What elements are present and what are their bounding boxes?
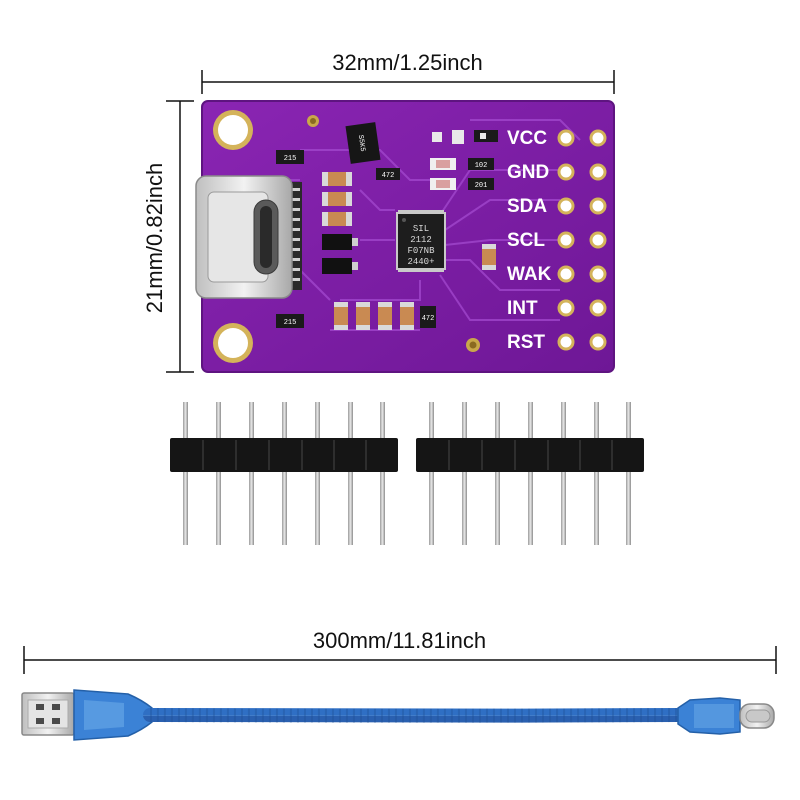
pin-label-gnd: GND	[507, 162, 549, 183]
chip-line-3: F07NB	[407, 246, 435, 256]
usb-cable	[21, 689, 775, 741]
chip-line-4: 2440+	[407, 257, 434, 267]
u1-label: S5K5	[356, 134, 366, 152]
r1-label: 215	[284, 155, 297, 163]
r2-label: 215	[284, 319, 297, 327]
pin-label-sda: SDA	[507, 196, 547, 217]
mounting-hole-top	[213, 110, 253, 150]
mounting-hole-bottom	[213, 323, 253, 363]
height-dimension-line	[166, 100, 194, 373]
smd-components: 215 215 S5K5 472 102 201	[276, 122, 498, 330]
r7-label: 472	[422, 315, 435, 323]
pin-rows: VCC GND SDA SCL WAK INT RST	[507, 128, 607, 353]
pin-header-left	[170, 402, 398, 545]
chip-line-2: 2112	[410, 235, 432, 245]
pin-label-vcc: VCC	[507, 128, 547, 149]
cable-length-label: 300mm/11.81inch	[312, 628, 487, 653]
pin-header-right	[416, 402, 644, 545]
pin-label-wak: WAK	[507, 264, 552, 285]
main-chip: SIL 2112 F07NB 2440+	[396, 210, 446, 272]
width-dimension-line	[201, 70, 615, 94]
pin-label-rst: RST	[507, 332, 545, 353]
usb-c-plug	[677, 697, 775, 735]
usb-a-plug	[21, 689, 153, 741]
r3-label: 472	[382, 172, 395, 180]
board-width-label: 32mm/1.25inch	[332, 50, 483, 75]
r4-label: 102	[475, 162, 488, 170]
pin-label-scl: SCL	[507, 230, 545, 251]
usb-c-connector	[195, 175, 302, 299]
r6-label: 201	[475, 182, 488, 190]
chip-line-1: SIL	[413, 224, 429, 234]
pin-label-int: INT	[507, 298, 538, 319]
cable-dimension-line	[23, 646, 777, 674]
